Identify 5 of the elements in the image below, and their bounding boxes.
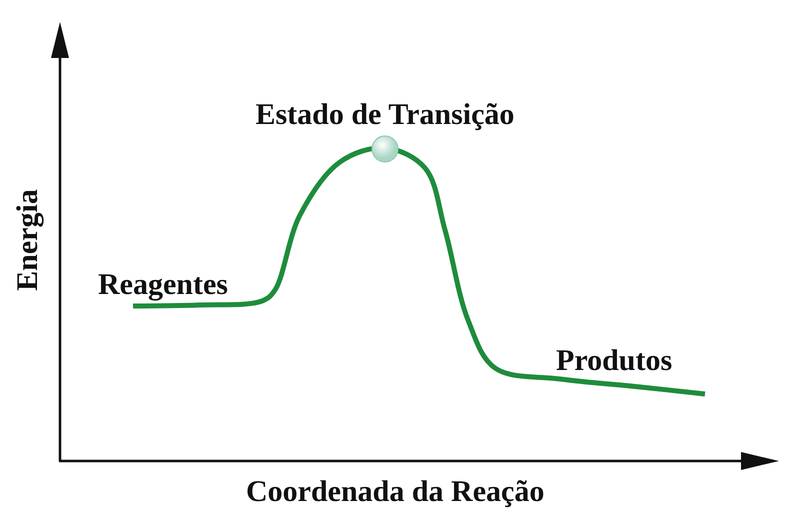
transition-state-label: Estado de Transição xyxy=(256,100,514,130)
reactants-label: Reagentes xyxy=(98,270,228,300)
products-label: Produtos xyxy=(556,346,672,376)
axis-title: Energia xyxy=(12,189,43,291)
axis-title: Coordenada da Reação xyxy=(246,477,544,507)
